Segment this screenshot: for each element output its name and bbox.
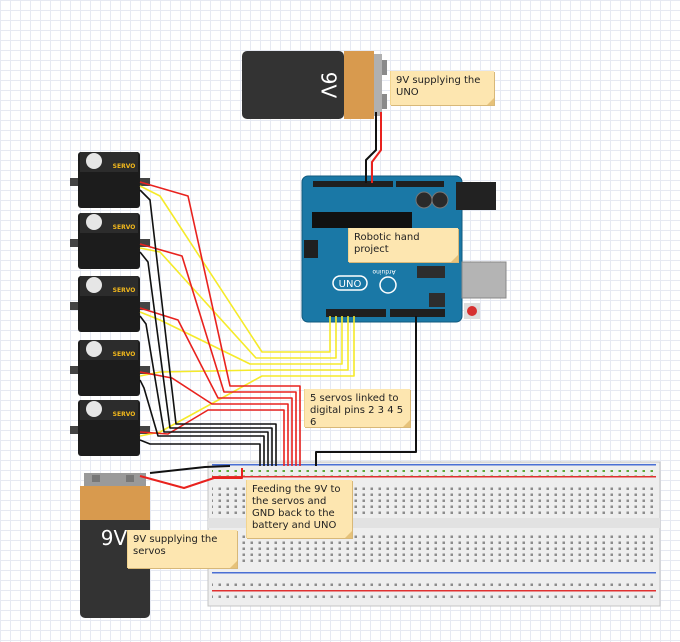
wire-ground-4 bbox=[139, 379, 265, 466]
servo-1-label: SERVO bbox=[113, 163, 136, 170]
wire-ground-1 bbox=[139, 189, 277, 466]
note-uno-power: 9V supplying the UNO bbox=[390, 71, 494, 105]
battery-uno: 9V bbox=[242, 51, 387, 119]
servo-3-label: SERVO bbox=[113, 287, 136, 294]
wire-ground-return bbox=[315, 316, 417, 466]
wire-uno-black bbox=[365, 112, 377, 183]
wire-signal-2 bbox=[139, 247, 337, 359]
note-servo-pins: 5 servos linked to digital pins 2 3 4 5 … bbox=[304, 389, 410, 428]
wire-power-5 bbox=[139, 409, 285, 466]
servo-4: SERVO bbox=[70, 340, 150, 396]
wire-signal-3 bbox=[139, 311, 343, 365]
wire-power-3 bbox=[139, 307, 293, 466]
servo-2-label: SERVO bbox=[113, 224, 136, 231]
servo-5-label: SERVO bbox=[113, 411, 136, 418]
wire-signal-1 bbox=[139, 185, 331, 353]
wire-ground-5 bbox=[139, 439, 261, 466]
wire-power-2 bbox=[139, 243, 297, 466]
note-servo-power: 9V supplying the servos bbox=[127, 530, 237, 568]
servo-4-label: SERVO bbox=[113, 351, 136, 358]
board-brand-label: Arduino bbox=[372, 268, 396, 275]
servo-1: SERVO bbox=[70, 152, 150, 208]
board-model-label: UNO bbox=[339, 279, 362, 290]
servo-2: SERVO bbox=[70, 213, 150, 269]
wire-battery-black bbox=[149, 465, 231, 474]
wire-battery-red bbox=[139, 468, 243, 489]
wire-power-1 bbox=[139, 181, 301, 466]
servo-3: SERVO bbox=[70, 276, 150, 332]
note-feed: Feeding the 9V to the servos and GND bac… bbox=[246, 480, 352, 538]
wire-power-4 bbox=[139, 371, 289, 466]
breadboard bbox=[207, 461, 661, 607]
note-project: Robotic hand project bbox=[348, 228, 458, 262]
wire-ground-3 bbox=[139, 315, 269, 466]
battery-uno-label: 9V bbox=[317, 72, 341, 99]
battery-servos: 9V bbox=[80, 473, 150, 618]
wire-uno-red bbox=[371, 112, 382, 183]
servo-5: SERVO bbox=[70, 400, 150, 456]
wires bbox=[139, 112, 417, 489]
wire-signal-4 bbox=[139, 316, 349, 377]
wire-ground-2 bbox=[139, 251, 273, 466]
battery-servos-label: 9V bbox=[101, 526, 128, 550]
